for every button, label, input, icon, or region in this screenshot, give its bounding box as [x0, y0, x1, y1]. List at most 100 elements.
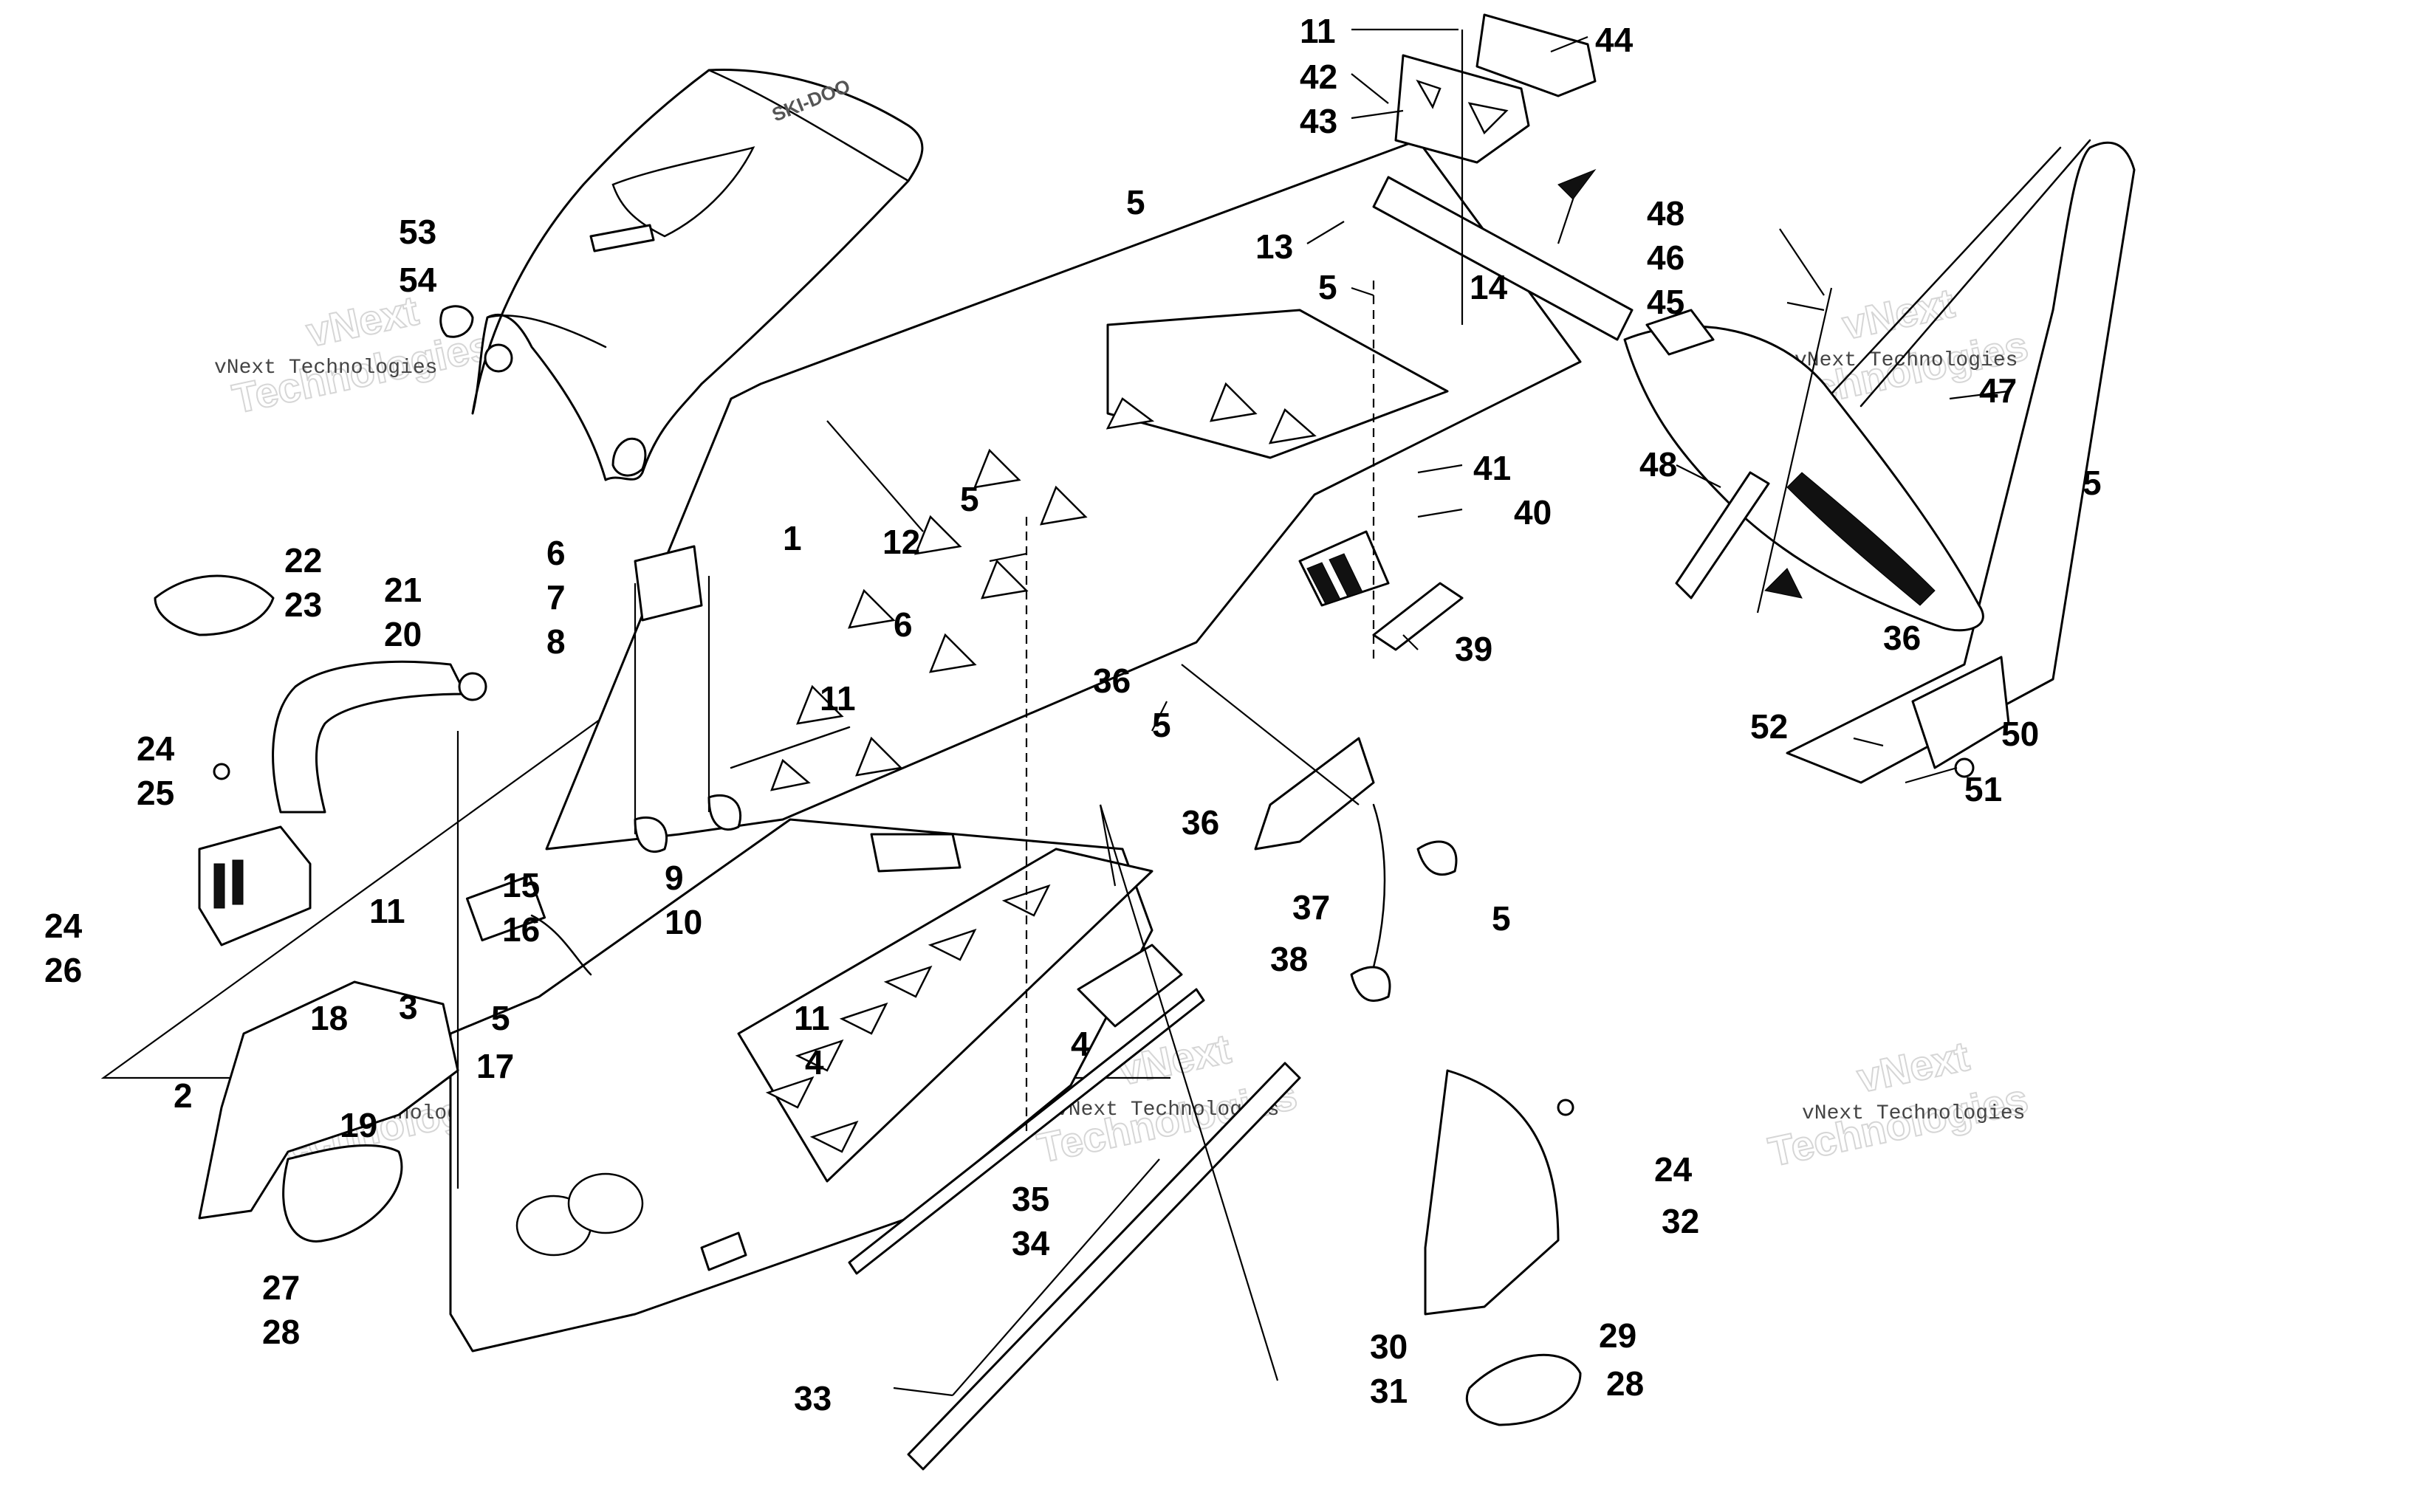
seat-side-tab — [439, 305, 474, 338]
callout-36: 36 — [1093, 662, 1131, 700]
watermark-company: vNext Technologies — [214, 357, 437, 379]
callout-labels: 11 42 43 44 13 5 14 48 46 45 47 48 5 41 … — [44, 12, 2102, 1418]
callout-44: 44 — [1595, 21, 1634, 59]
callout-15: 15 — [502, 866, 540, 904]
cap-5-right — [1416, 840, 1458, 876]
callout-28: 28 — [262, 1313, 300, 1351]
callout-42: 42 — [1300, 58, 1337, 96]
callout-26: 26 — [44, 951, 82, 989]
voltage-regulator — [465, 874, 592, 976]
watermark-company: vNext Technologies — [1802, 1102, 2025, 1125]
callout-48: 48 — [1647, 194, 1684, 233]
seat: SKI-DOO — [439, 68, 924, 481]
seat-handle — [589, 224, 655, 252]
hitch-bar — [1372, 176, 1634, 341]
callout-14: 14 — [1470, 268, 1508, 306]
callout-11: 11 — [369, 892, 405, 930]
callout-46: 46 — [1647, 238, 1684, 277]
callout-20: 20 — [384, 615, 422, 653]
bracket-39 — [1372, 582, 1464, 651]
grab-handle — [198, 660, 467, 946]
tunnel-top-plate — [1106, 309, 1449, 459]
callout-24: 24 — [137, 729, 175, 768]
strap-38 — [1350, 803, 1391, 1002]
callout-17: 17 — [476, 1047, 514, 1085]
side-panel-running-board — [449, 818, 1154, 1353]
callout-22: 22 — [284, 541, 322, 580]
callout-8: 8 — [546, 622, 566, 661]
callout-5: 5 — [1318, 268, 1337, 306]
callout-11: 11 — [794, 999, 830, 1037]
rear-foot-plate — [1424, 1069, 1582, 1426]
callout-5: 5 — [2083, 464, 2102, 502]
callout-48: 48 — [1639, 445, 1677, 484]
tail-light-housing — [282, 1144, 403, 1243]
front-left-bracket — [198, 980, 459, 1243]
callout-5: 5 — [1492, 899, 1511, 938]
snow-flap-bracket — [1645, 309, 1715, 356]
seat-push-rivet-head — [484, 343, 513, 373]
callout-16: 16 — [502, 910, 540, 949]
callout-47: 47 — [1979, 371, 2017, 410]
callout-31: 31 — [1370, 1372, 1408, 1410]
callout-5: 5 — [491, 999, 510, 1037]
cover-22 — [154, 574, 275, 636]
hitch-bracket-top — [1394, 13, 1597, 164]
callout-6: 6 — [894, 605, 913, 644]
callout-33: 33 — [794, 1379, 832, 1418]
callout-18: 18 — [310, 999, 348, 1037]
callout-5: 4 — [805, 1043, 824, 1082]
arrow-icon — [1763, 568, 1803, 599]
handle-end-bracket — [198, 825, 312, 946]
callout-13: 13 — [1255, 227, 1293, 266]
rod-34 — [907, 1062, 1301, 1471]
callout-36: 36 — [1883, 619, 1921, 657]
callout-51: 52 — [1750, 707, 1788, 746]
assembly-lines — [456, 30, 1833, 1397]
callout-38: 38 — [1270, 940, 1308, 978]
rear-tail-light — [1465, 1353, 1582, 1426]
callout-41: 41 — [1473, 449, 1511, 487]
callout-28: 28 — [1606, 1364, 1644, 1403]
bracket-8 — [634, 545, 703, 622]
rear-rack — [1763, 139, 2136, 784]
side-panel-gauge-hole-right — [567, 1172, 644, 1234]
watermark-line1: vNext — [1114, 1025, 1234, 1093]
small-parts — [213, 545, 1975, 1116]
callout-40: 40 — [1514, 493, 1552, 532]
cap-10 — [707, 794, 742, 831]
callout-6: 6 — [546, 534, 566, 572]
callout-27: 27 — [262, 1268, 300, 1307]
hitch-cap — [1475, 13, 1597, 97]
callout-leaders — [826, 28, 2009, 784]
callout-7: 7 — [546, 578, 566, 616]
callout-49: 50 — [2001, 715, 2039, 753]
callout-12: 12 — [882, 523, 920, 561]
callout-24: 24 — [1654, 1150, 1693, 1189]
callout-39: 39 — [1455, 630, 1492, 668]
watermark-bottom-right: vNext Technologies vNext Technologies — [1763, 1031, 2032, 1175]
callout-10: 10 — [665, 903, 702, 941]
callout-3: 3 — [399, 988, 418, 1026]
callout-52: 53 — [399, 213, 436, 251]
running-board-triangle-cutouts — [765, 884, 1051, 1153]
bracket-4 — [1077, 944, 1183, 1028]
flap-mounting-strip — [1675, 471, 1770, 599]
callout-35: 35 — [1012, 1180, 1049, 1218]
callout-37: 37 — [1292, 888, 1330, 927]
nut-24-right — [1557, 1099, 1574, 1116]
callout-2: 2 — [174, 1076, 193, 1115]
callout-23: 23 — [284, 585, 322, 624]
side-panel-handle-cutout — [870, 833, 962, 873]
snow-flap — [1623, 309, 1984, 632]
rods — [848, 988, 1301, 1471]
callout-32: 32 — [1662, 1202, 1699, 1240]
callout-5: 5 — [960, 480, 979, 518]
callout-9: 9 — [665, 859, 684, 897]
callout-36: 36 — [1182, 803, 1219, 842]
callout-53: 54 — [399, 261, 437, 299]
rack-mount-bracket — [1911, 656, 2010, 769]
nut-21 — [458, 672, 487, 701]
callout-29: 29 — [1599, 1316, 1636, 1355]
